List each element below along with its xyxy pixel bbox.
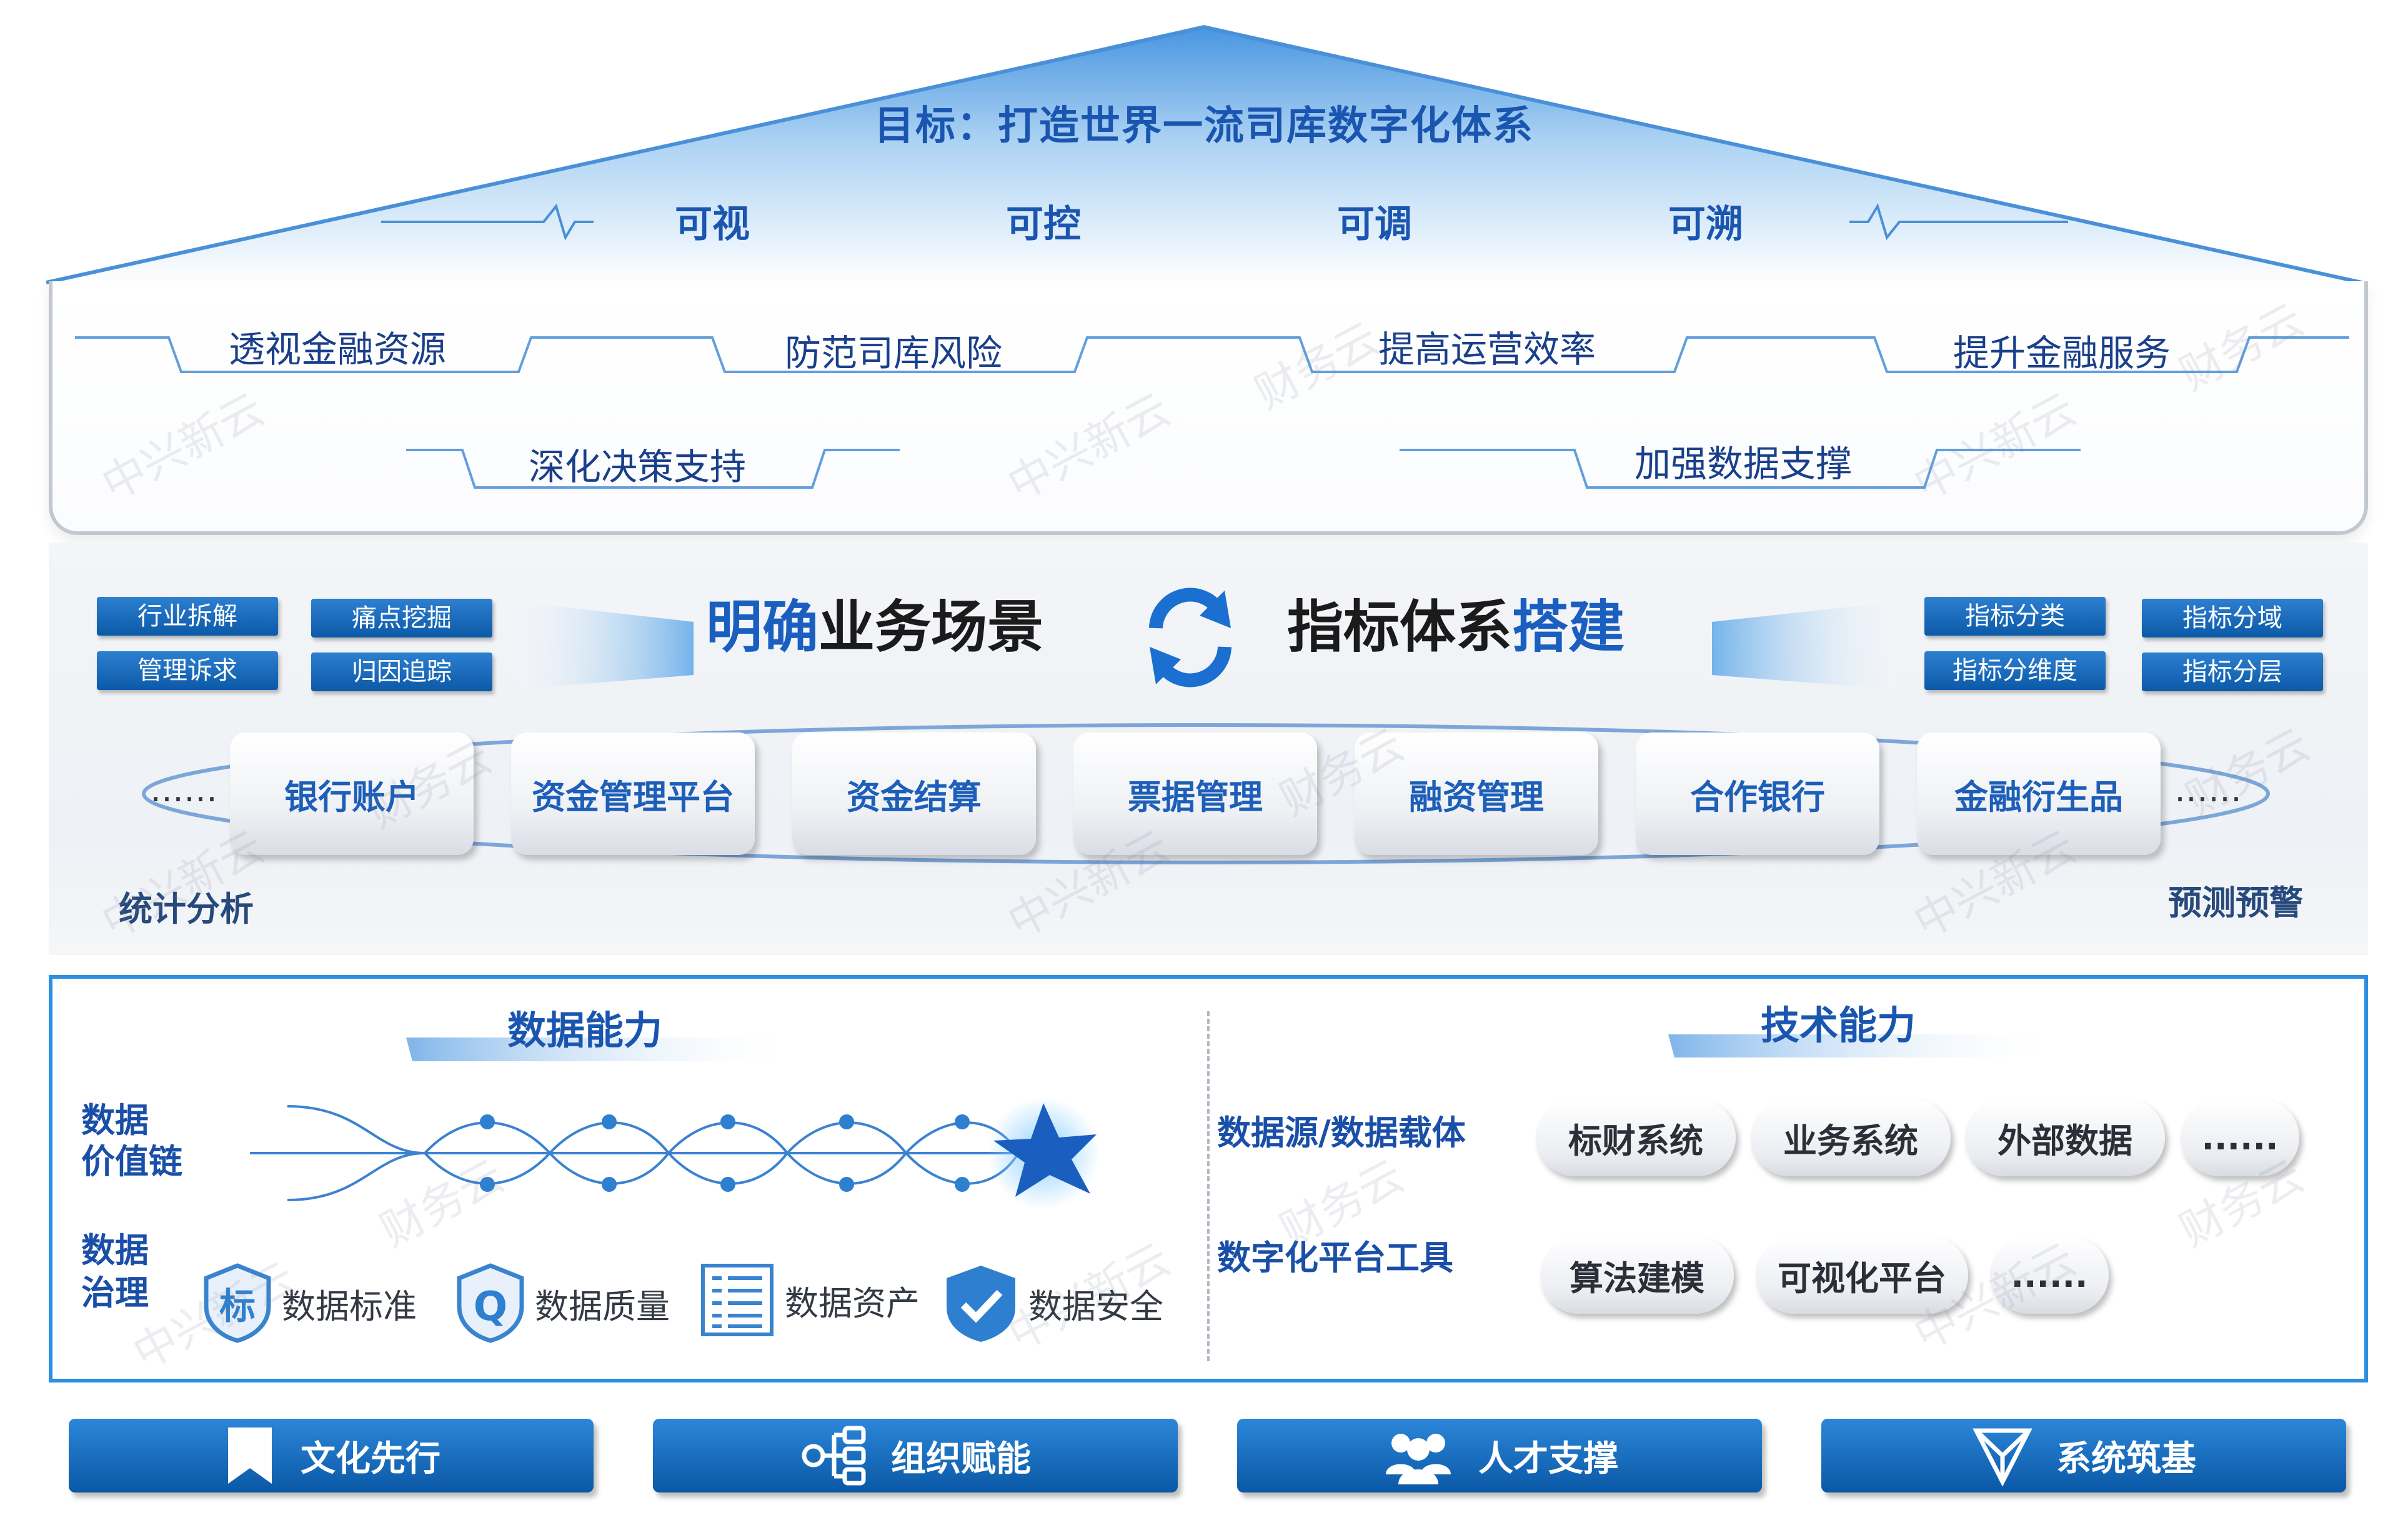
capability-title-underlines (406, 1034, 2062, 1061)
governance-label-1: 数据 (81, 1231, 149, 1270)
people-group-icon (1386, 1434, 1451, 1484)
governance-data-standard: 标 数据标准 (203, 1262, 417, 1344)
governance-label-2: 治理 (81, 1273, 149, 1312)
foundation-culture-text: 文化先行 (301, 1438, 440, 1479)
tag-indicator-dimension: 指标分维度 (1924, 651, 2106, 690)
tool-algorithm-modeling: 算法建模 (1540, 1236, 1734, 1314)
roof-title: 目标：打造世界一流司库数字化体系 (874, 103, 1534, 149)
source-more: ...... (2181, 1099, 2299, 1176)
pillar-controllable: 可控 (1006, 202, 1081, 246)
foundation-talent-text: 人才支撑 (1478, 1438, 1618, 1479)
roof-graphic (44, 25, 2364, 284)
heading-indicator-system-b: 搭建 (1512, 594, 1624, 660)
security-check-shield-icon (947, 1266, 1015, 1342)
goal-5: 深化决策支持 (528, 446, 746, 488)
governance-data-asset-text: 数据资产 (785, 1283, 920, 1323)
heading-beams (500, 600, 1912, 691)
goals-panel (49, 281, 2368, 535)
governance-data-standard-text: 数据标准 (282, 1286, 417, 1326)
scenario-financial-derivatives: 金融衍生品 (1917, 732, 2161, 855)
scenario-financing-management: 融资管理 (1355, 732, 1598, 855)
triangle-network-icon (1973, 1428, 2032, 1487)
value-chain-label-2: 价值链 (81, 1142, 182, 1181)
scenario-bank-account: 银行账户 (230, 732, 474, 855)
tag-indicator-layer: 指标分层 (2142, 652, 2323, 691)
standard-shield-icon: 标 (204, 1263, 271, 1343)
heading-business-scenario-a: 明确 (706, 594, 818, 660)
governance-data-security: 数据安全 (943, 1262, 1163, 1344)
foundation-system-text: 系统筑基 (2056, 1438, 2196, 1479)
document-list-icon (701, 1264, 774, 1336)
scenario-fund-platform: 资金管理平台 (511, 732, 755, 855)
pillar-visible: 可视 (675, 202, 750, 246)
tag-indicator-classification: 指标分类 (1924, 597, 2106, 636)
pillar-adjustable: 可调 (1337, 202, 1412, 246)
tech-capability-title: 技术能力 (1761, 1002, 1916, 1048)
data-source-label: 数据源/数据载体 (1217, 1113, 1466, 1152)
scenario-fund-settlement: 资金结算 (792, 732, 1036, 855)
heading-business-scenario-b: 业务场景 (818, 594, 1043, 660)
platform-tools-label: 数字化平台工具 (1217, 1238, 1453, 1278)
quality-shield-icon: Q (457, 1263, 524, 1343)
goal-4: 提升金融服务 (1953, 332, 2171, 374)
sync-arrows-icon (1149, 588, 1231, 688)
foundation-culture: 文化先行 (69, 1419, 594, 1492)
tag-indicator-domain: 指标分域 (2142, 599, 2323, 638)
source-external-data: 外部数据 (1965, 1099, 2165, 1176)
goal-6: 加强数据支撑 (1634, 442, 1852, 485)
scenario-bill-management: 票据管理 (1073, 732, 1317, 855)
standard-icon-glyph: 标 (219, 1285, 256, 1328)
bookmark-icon (228, 1428, 272, 1484)
data-capability-title: 数据能力 (507, 1008, 663, 1053)
tag-attribution-tracking: 归因追踪 (311, 652, 492, 691)
org-structure-icon (802, 1426, 866, 1486)
heading-business-scenario: 明确业务场景 (706, 581, 1043, 662)
heading-indicator-system: 指标体系搭建 (1287, 581, 1624, 662)
goal-1: 透视金融资源 (228, 328, 446, 371)
quality-icon-glyph: Q (474, 1284, 507, 1330)
governance-data-quality: Q 数据质量 (456, 1262, 670, 1344)
scenario-ellipsis-right: …… (2174, 770, 2242, 809)
governance-data-asset: 数据资产 (700, 1262, 920, 1338)
scenario-ellipsis-left: …… (150, 770, 217, 809)
goal-decoration-lines (75, 336, 2349, 489)
source-business-system: 业务系统 (1751, 1099, 1951, 1176)
caption-statistical-analysis: 统计分析 (119, 889, 254, 929)
caption-forecast-warning: 预测预警 (2168, 883, 2303, 922)
data-value-chain-graphic (250, 1097, 1100, 1209)
tool-more: ...... (1990, 1236, 2109, 1314)
goal-3: 提高运营效率 (1378, 328, 1596, 371)
capability-divider (1207, 1011, 1210, 1361)
goal-2: 防范司库风险 (784, 332, 1002, 374)
foundation-organization-text: 组织赋能 (891, 1438, 1031, 1479)
foundation-organization: 组织赋能 (653, 1419, 1178, 1492)
scenario-orbit-ring (142, 723, 2270, 864)
tag-pain-point-mining: 痛点挖掘 (311, 599, 492, 638)
source-biaocai-system: 标财系统 (1536, 1099, 1736, 1176)
value-chain-label-1: 数据 (81, 1101, 149, 1140)
tag-management-demand: 管理诉求 (97, 651, 278, 690)
governance-data-quality-text: 数据质量 (535, 1286, 670, 1326)
tool-visualization-platform: 可视化平台 (1756, 1236, 1968, 1314)
pillar-traceable: 可溯 (1668, 202, 1743, 246)
tag-industry-breakdown: 行业拆解 (97, 597, 278, 636)
scenario-partner-banks: 合作银行 (1636, 732, 1879, 855)
heading-indicator-system-a: 指标体系 (1287, 594, 1512, 660)
foundation-system: 系统筑基 (1821, 1419, 2346, 1492)
foundation-talent: 人才支撑 (1237, 1419, 1762, 1492)
governance-data-security-text: 数据安全 (1028, 1286, 1163, 1326)
